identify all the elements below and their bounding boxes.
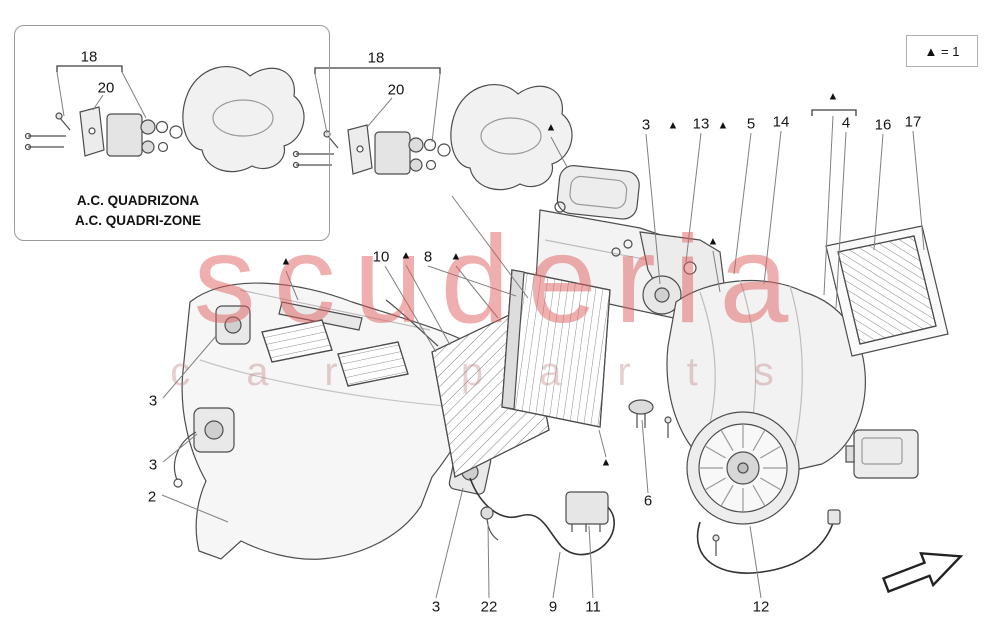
callout-18-detail: 18: [367, 49, 385, 67]
callout-3-top: 3: [641, 116, 651, 134]
quadri-zone-inset-frame: [14, 25, 330, 241]
triangle-marker-icon: ▲: [545, 121, 557, 134]
triangle-marker-icon: ▲: [827, 90, 839, 103]
callout-4: 4: [841, 114, 851, 132]
callout-18-inset: 18: [80, 48, 98, 66]
legend-text: ▲ = 1: [924, 43, 960, 59]
inset-caption: A.C. QUADRIZONA A.C. QUADRI-ZONE: [38, 191, 238, 232]
callout-20-inset: 20: [97, 79, 115, 97]
callout-11: 11: [585, 598, 601, 616]
callout-6: 6: [643, 492, 653, 510]
inset-caption-line1: A.C. QUADRIZONA: [76, 193, 200, 208]
callout-3-left-upper: 3: [148, 392, 158, 410]
triangle-marker-icon: ▲: [280, 255, 292, 268]
callout-12: 12: [752, 598, 770, 616]
callout-5: 5: [746, 115, 756, 133]
triangle-marker-icon: ▲: [400, 249, 412, 262]
triangle-marker-icon: ▲: [717, 119, 729, 132]
triangle-marker-icon: ▲: [667, 119, 679, 132]
callout-16: 16: [874, 116, 892, 134]
callout-10: 10: [372, 248, 390, 266]
callout-14: 14: [772, 113, 790, 131]
callout-9: 9: [548, 598, 558, 616]
triangle-marker-icon: ▲: [707, 235, 719, 248]
callout-8: 8: [423, 248, 433, 266]
callout-13: 13: [692, 115, 710, 133]
callout-3-bottom: 3: [431, 598, 441, 616]
triangle-marker-icon: ▲: [600, 456, 612, 469]
callout-2: 2: [147, 488, 157, 506]
triangle-marker-icon: ▲: [450, 250, 462, 263]
inset-caption-line2: A.C. QUADRI-ZONE: [75, 213, 201, 229]
direction-arrow: [881, 552, 964, 594]
callout-17: 17: [904, 113, 922, 131]
callout-22: 22: [480, 598, 498, 616]
callout-3-left-lower: 3: [148, 456, 158, 474]
callout-20-detail: 20: [387, 81, 405, 99]
legend-box: ▲ = 1: [906, 35, 978, 67]
